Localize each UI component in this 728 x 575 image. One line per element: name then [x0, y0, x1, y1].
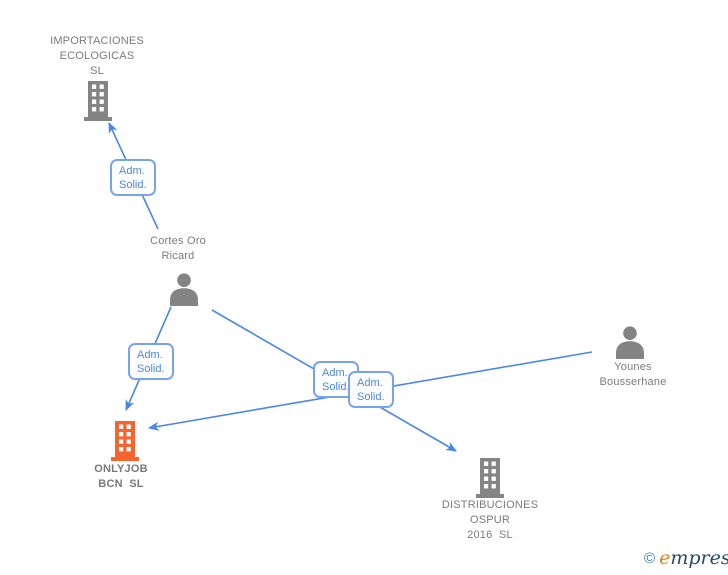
edge-label-cortes-onlyjob: Adm. Solid.: [128, 343, 174, 380]
copyright-icon: ©: [644, 549, 656, 567]
edge-label-younes-onlyjob: Adm. Solid.: [348, 371, 394, 408]
person-icon[interactable]: [166, 273, 202, 306]
brand-first-letter: e: [659, 547, 671, 569]
node-label-importaciones: IMPORTACIONES ECOLOGICAS SL: [50, 35, 144, 77]
building-icon-highlighted[interactable]: [110, 421, 140, 461]
brand-rest: mpresia: [670, 547, 728, 569]
building-icon[interactable]: [475, 458, 505, 498]
building-icon[interactable]: [83, 81, 113, 121]
node-label-cortes: Cortes Oro Ricard: [150, 235, 206, 262]
person-icon[interactable]: [612, 326, 648, 359]
node-label-distribuciones: DISTRIBUCIONES OSPUR 2016 SL: [441, 499, 539, 541]
node-label-onlyjob: ONLYJOB BCN SL: [94, 463, 148, 490]
empresia-logo[interactable]: © empresia: [644, 547, 728, 569]
brand-wordmark: empresia: [659, 547, 728, 569]
edge-label-cortes-importaciones: Adm. Solid.: [110, 159, 156, 196]
node-label-younes: Younes Bousserhane: [599, 361, 667, 388]
